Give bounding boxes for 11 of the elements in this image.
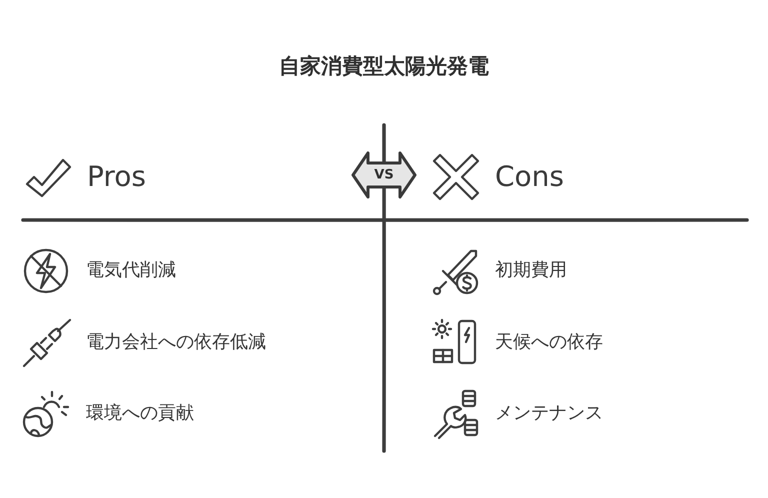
pro-item-text: 環境への貢献 xyxy=(86,404,194,424)
con-item-text: メンテナンス xyxy=(495,404,603,424)
badge-label: VS xyxy=(373,168,395,182)
double-arrow-badge xyxy=(351,151,417,199)
con-item-text: 初期費用 xyxy=(495,260,567,282)
column-heading: Pros xyxy=(87,160,146,194)
pro-item-text: 電気代削減 xyxy=(86,260,176,282)
title: 自家消費型太陽光発電 xyxy=(278,54,490,78)
con-item-text: 天候への依存 xyxy=(495,332,603,354)
column-heading: Cons xyxy=(495,160,564,194)
pro-item-text: 電力会社への依存低減 xyxy=(86,332,266,354)
